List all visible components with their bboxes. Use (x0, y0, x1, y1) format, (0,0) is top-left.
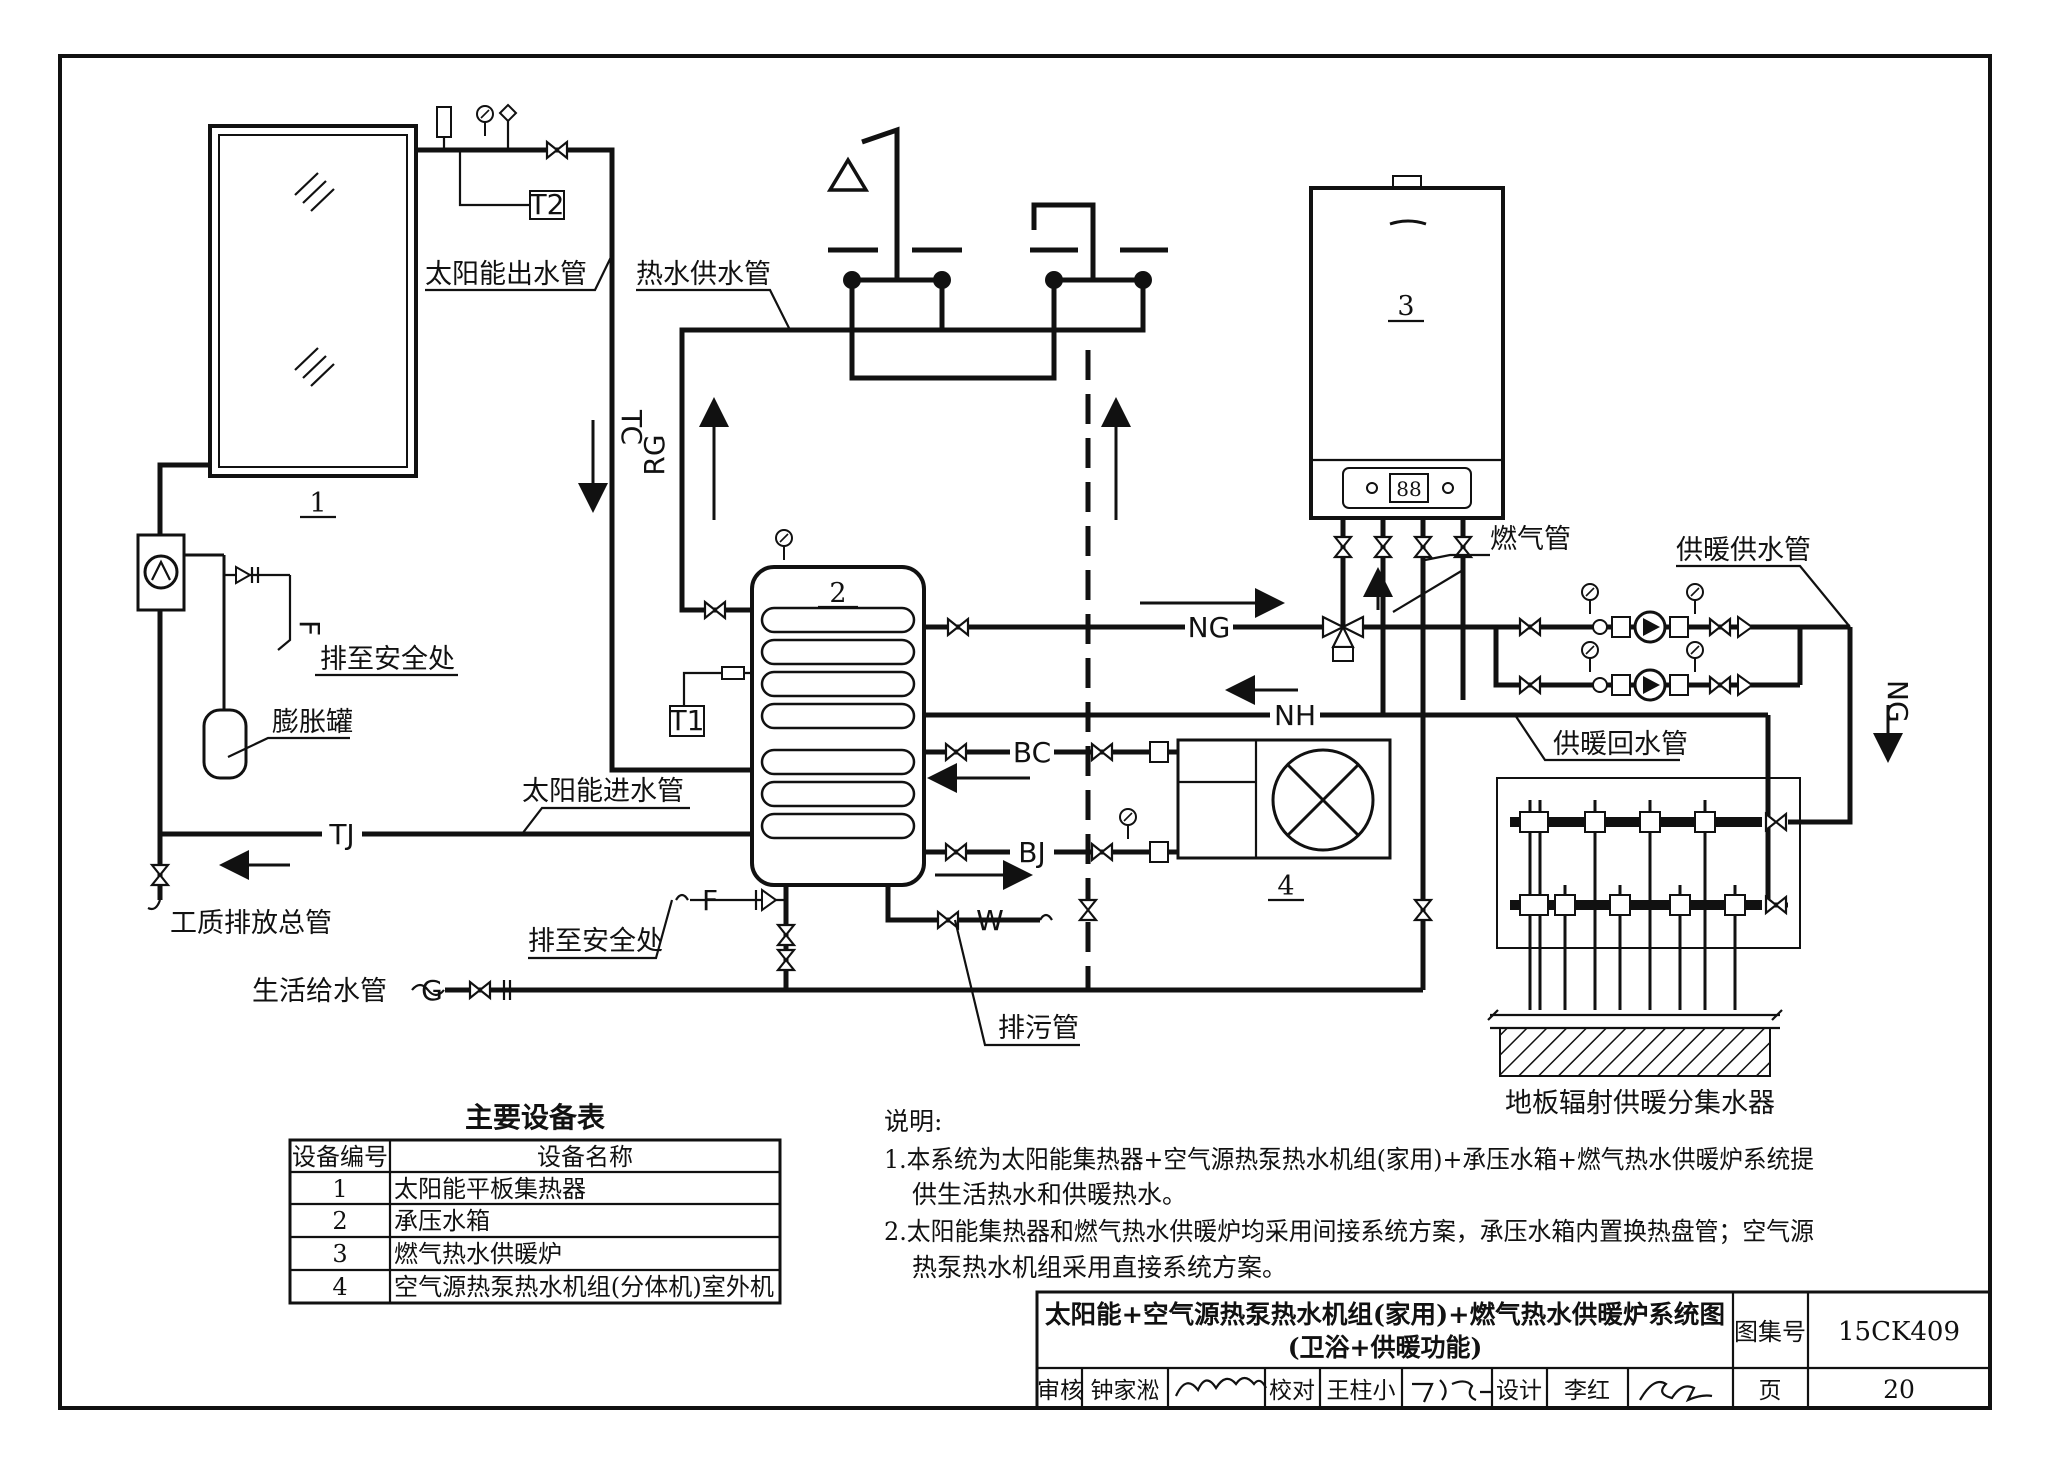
check-label: 校对 (1269, 1378, 1315, 1404)
table-row-no: 4 (332, 1273, 347, 1301)
pressure-storage-tank: 2 T1 (669, 529, 926, 887)
atlas-number: 15CK409 (1838, 1317, 1960, 1347)
design-label: 设计 (1496, 1378, 1542, 1404)
equipment-table-title: 主要设备表 (465, 1101, 605, 1134)
table-row-no: 3 (332, 1240, 347, 1268)
reviewer-name: 钟家淞 (1091, 1378, 1160, 1404)
atlas-label: 图集号 (1734, 1318, 1806, 1346)
sensor-t1: T1 (669, 704, 705, 737)
svg-text:88: 88 (1396, 477, 1421, 501)
heating-pump-groups (1493, 583, 1803, 702)
table-row-name: 太阳能平板集热器 (394, 1175, 586, 1203)
floor-slab-hatch (1499, 1027, 1771, 1077)
solar-collector: 1 (208, 124, 418, 519)
notes-title: 说明: (884, 1107, 942, 1136)
manifold-label: 地板辐射供暖分集水器 (1505, 1088, 1775, 1119)
label-sewage: 排污管 (998, 1013, 1079, 1044)
pipe-code-f1: F (293, 620, 326, 636)
page-number: 20 (1883, 1375, 1915, 1404)
shower-head (826, 156, 870, 192)
collector-number: 1 (309, 488, 326, 519)
floor-heating-manifold: 地板辐射供暖分集水器 (1487, 777, 1801, 1119)
label-drain-safe-2: 排至安全处 (528, 926, 663, 957)
heat-pump-number: 4 (1277, 871, 1294, 902)
expansion-tank (202, 708, 248, 780)
manifold-feed-pipes: NG (1765, 627, 1914, 908)
hot-water-supply-pipes: RG (638, 126, 1168, 620)
note-2-line-1: 2.太阳能集热器和燃气热水供暖炉均采用间接系统方案，承压水箱内置换热盘管；空气源 (884, 1217, 1814, 1246)
label-hot-supply: 热水供水管 (636, 259, 771, 290)
label-solar-out: 太阳能出水管 (425, 259, 587, 290)
pipe-code-tc: TC (615, 409, 648, 445)
table-header-no: 设备编号 (292, 1143, 388, 1171)
solar-loop-pipes: F T2 TC TJ (136, 103, 752, 911)
page-label: 页 (1759, 1378, 1782, 1404)
table-row-name: 燃气热水供暖炉 (394, 1240, 562, 1268)
sensor-t2: T2 (529, 188, 565, 221)
table-row-no: 2 (332, 1207, 347, 1235)
label-domestic-supply: 生活给水管 (252, 976, 387, 1007)
reviewer-signature (1174, 1376, 1267, 1397)
label-medium-drain: 工质排放总管 (170, 908, 332, 939)
table-row-name: 空气源热泵热水机组(分体机)室外机 (394, 1273, 774, 1301)
checker-name: 王柱小 (1327, 1378, 1396, 1404)
pipe-code-bc: BC (1013, 736, 1051, 769)
pipe-code-tj: TJ (328, 818, 354, 851)
boiler-number: 3 (1397, 291, 1414, 322)
pipe-code-rg: RG (638, 434, 671, 475)
faucet (1031, 202, 1096, 280)
pipe-code-ng-right: NG (1881, 680, 1914, 723)
designer-name: 李红 (1564, 1378, 1610, 1404)
equipment-table: 主要设备表 设备编号 设备名称 1 太阳能平板集热器 2 承压水箱 3 燃气热水… (288, 1101, 782, 1305)
pipe-code-ng-main: NG (1188, 611, 1231, 644)
air-source-heat-pump: 4 BC BJ (924, 736, 1392, 922)
label-heating-return: 供暖回水管 (1553, 729, 1688, 760)
label-heating-supply: 供暖供水管 (1676, 535, 1811, 566)
drawing-title-line-1: 太阳能+空气源热泵热水机组(家用)+燃气热水供暖炉系统图 (1045, 1300, 1725, 1329)
label-drain-safe-1: 排至安全处 (320, 644, 455, 675)
pipe-code-nh: NH (1274, 699, 1316, 732)
pipe-code-g: G (421, 974, 443, 1007)
bottom-pipes: G F W (411, 884, 1423, 1007)
pipe-code-w: W (976, 904, 1004, 937)
checker-signature (1412, 1379, 1492, 1403)
pipe-code-bj: BJ (1018, 836, 1045, 869)
drawing-frame (58, 54, 1992, 1410)
designer-signature (1639, 1380, 1713, 1403)
table-header-name: 设备名称 (537, 1143, 633, 1171)
pipe-code-f2: F (702, 884, 718, 917)
note-1-line-2: 供生活热水和供暖热水。 (912, 1180, 1187, 1209)
notes: 说明: 1.本系统为太阳能集热器+空气源热泵热水机组(家用)+承压水箱+燃气热水… (884, 1107, 1814, 1282)
table-row-name: 承压水箱 (394, 1207, 490, 1235)
title-block: 太阳能+空气源热泵热水机组(家用)+燃气热水供暖炉系统图 (卫浴+供暖功能) 图… (1035, 1290, 1992, 1410)
label-expansion-tank: 膨胀罐 (272, 707, 353, 738)
label-solar-in: 太阳能进水管 (522, 776, 684, 807)
pipe-labels: 太阳能出水管 热水供水管 燃气管 供暖供水管 供暖回水管 太阳能进水管 排至安全… (170, 254, 1851, 1047)
label-gas-pipe: 燃气管 (1490, 524, 1571, 555)
heating-main-pipes: NG NH (924, 350, 1850, 990)
gas-boiler: 3 88 (1309, 175, 1505, 613)
review-label: 审核 (1037, 1378, 1083, 1404)
note-1-line-1: 1.本系统为太阳能集热器+空气源热泵热水机组(家用)+承压水箱+燃气热水供暖炉系… (884, 1145, 1814, 1174)
note-2-line-2: 热泵热水机组采用直接系统方案。 (912, 1253, 1287, 1282)
drawing-title-line-2: (卫浴+供暖功能) (1288, 1333, 1483, 1362)
tank-number: 2 (829, 578, 846, 609)
table-row-no: 1 (332, 1175, 347, 1203)
